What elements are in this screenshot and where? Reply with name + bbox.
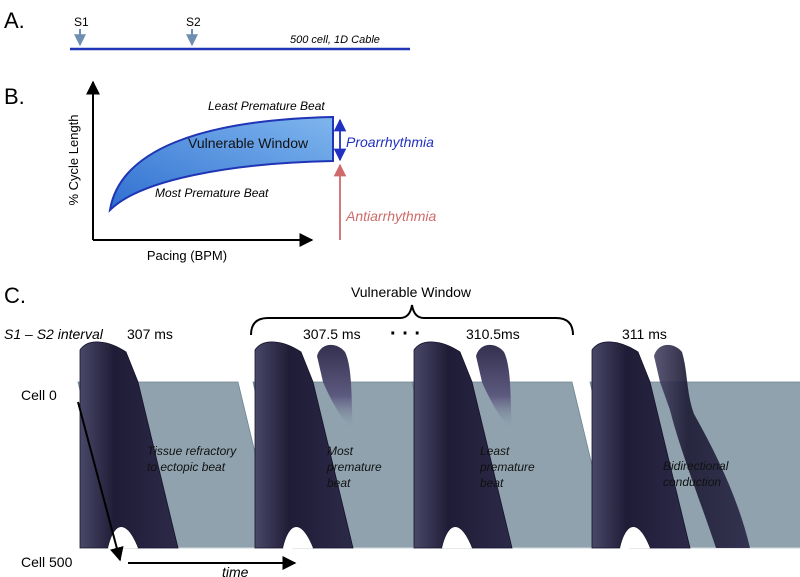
most-premature-label: Most Premature Beat bbox=[155, 186, 269, 200]
least-premature-label: Least Premature Beat bbox=[208, 99, 325, 113]
time-label: time bbox=[222, 564, 249, 577]
interval-label: S1 – S2 interval bbox=[4, 326, 104, 342]
interval-307: 307 ms bbox=[127, 326, 173, 342]
vulnerable-window-bracket bbox=[250, 304, 574, 336]
proarrhythmia-label: Proarrhythmia bbox=[346, 134, 434, 150]
caption-line: Tissue refractory bbox=[147, 444, 237, 458]
cell-0-label: Cell 0 bbox=[21, 387, 57, 403]
interval-307-5: 307.5 ms bbox=[303, 326, 361, 342]
wave-base bbox=[620, 526, 650, 548]
caption-line: premature bbox=[326, 460, 382, 474]
s2-ectopic-beat bbox=[317, 344, 353, 430]
panel-a-label: A. bbox=[4, 8, 25, 33]
antiarrhythmia-label: Antiarrhythmia bbox=[345, 208, 436, 224]
caption-line: conduction bbox=[663, 475, 721, 489]
panel-b: B. % Cycle Length Pacing (BPM) Least Pre… bbox=[4, 80, 436, 263]
cell-axis-arrow bbox=[77, 401, 124, 562]
sim-least-premature: Least premature beat bbox=[411, 341, 613, 549]
wave-base bbox=[283, 526, 313, 548]
interval-310-5: 310.5ms bbox=[466, 326, 520, 342]
panel-c-label: C. bbox=[4, 283, 26, 308]
interval-dots: · · · bbox=[390, 323, 421, 345]
panel-a: A. S1 S2 500 cell, 1D Cable bbox=[4, 8, 410, 51]
caption-line: to ectopic beat bbox=[147, 460, 226, 474]
wave-base bbox=[442, 526, 472, 548]
s2-label: S2 bbox=[186, 15, 201, 29]
cable-label: 500 cell, 1D Cable bbox=[290, 34, 380, 46]
caption-line: Most bbox=[327, 444, 354, 458]
bracket-label: Vulnerable Window bbox=[351, 284, 472, 300]
s2-ectopic-beat bbox=[476, 344, 512, 430]
x-axis-label: Pacing (BPM) bbox=[147, 248, 227, 263]
cell-500-label: Cell 500 bbox=[21, 554, 73, 570]
sim-bidirectional: Bidirectional conduction bbox=[589, 341, 800, 549]
caption-line: beat bbox=[327, 476, 351, 490]
caption-line: premature bbox=[479, 460, 535, 474]
caption-line: beat bbox=[480, 476, 504, 490]
panel-b-label: B. bbox=[4, 84, 25, 109]
y-axis-label: % Cycle Length bbox=[66, 114, 81, 205]
sim-refractory: Tissue refractory to ectopic beat bbox=[77, 341, 279, 549]
window-label: Vulnerable Window bbox=[188, 135, 309, 151]
simulation-panels: Tissue refractory to ectopic beat Most prem… bbox=[77, 341, 800, 549]
s1-label: S1 bbox=[74, 15, 89, 29]
panel-c: C. Vulnerable Window S1 – S2 interval 30… bbox=[4, 283, 800, 577]
sim-most-premature: Most premature beat bbox=[252, 341, 454, 549]
caption-line: Least bbox=[480, 444, 510, 458]
caption-line: Bidirectional bbox=[663, 459, 729, 473]
vulnerable-window-shape bbox=[108, 115, 334, 213]
s2-bidirectional-wave bbox=[654, 344, 750, 548]
interval-311: 311 ms bbox=[622, 326, 667, 342]
